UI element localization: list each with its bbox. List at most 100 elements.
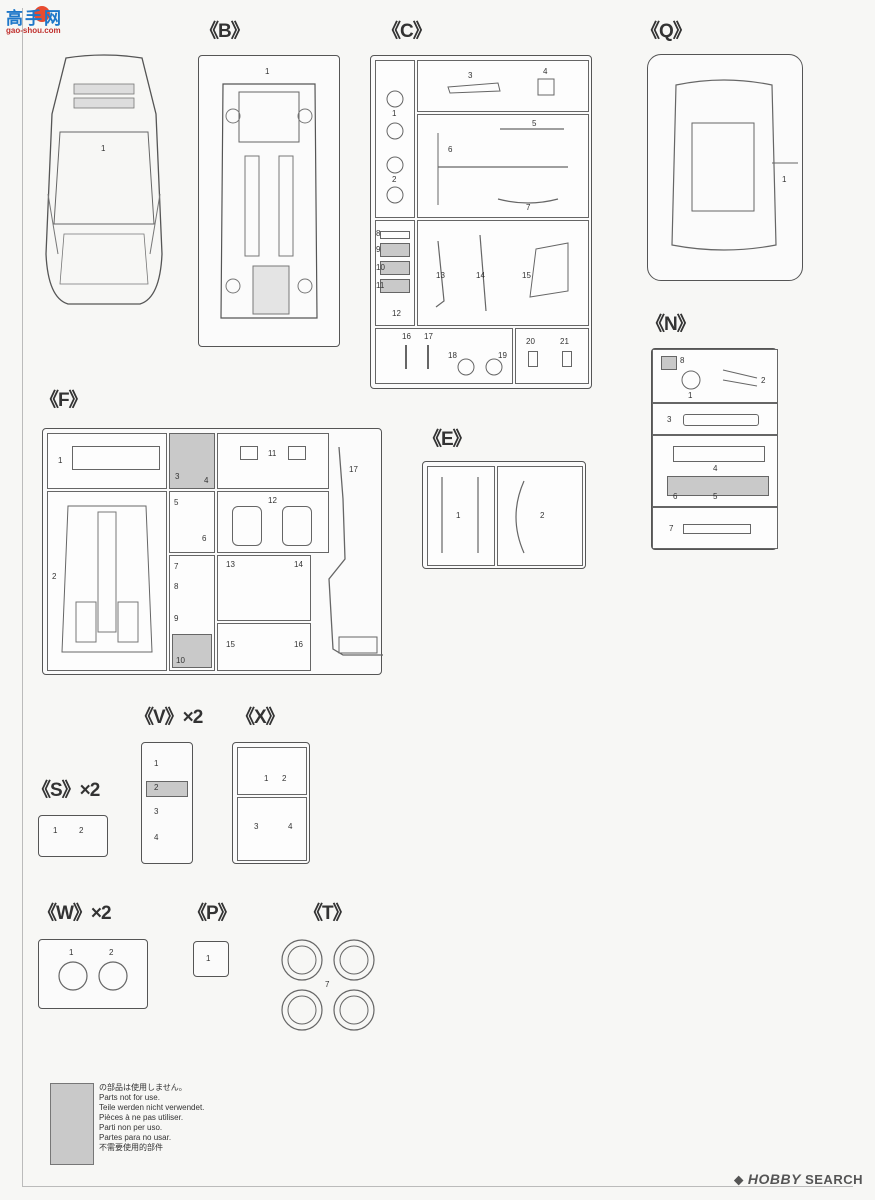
sprue-x: 1 2 3 4 — [232, 742, 310, 864]
sprue-c: 1 2 3 4 5 6 7 8 9 10 11 12 — [370, 55, 592, 389]
part-8 — [380, 231, 410, 239]
logo-text: 高手网 — [6, 9, 63, 28]
part-number: 10 — [376, 263, 385, 272]
logo-ball-icon — [34, 6, 50, 22]
part-number: 6 — [202, 534, 207, 543]
part-4 — [673, 446, 765, 462]
part-number: 3 — [154, 807, 159, 816]
box-e-1: 1 — [427, 466, 495, 566]
chassis-drawing — [220, 83, 318, 319]
part-number: 9 — [376, 245, 381, 254]
part-number: 13 — [436, 271, 445, 280]
part-number: 4 — [713, 464, 718, 473]
seat-left — [232, 506, 262, 546]
part-number: 2 — [154, 783, 159, 792]
part-number: 5 — [713, 492, 718, 501]
part-number: 3 — [254, 822, 259, 831]
sprue-t: 7 — [280, 932, 380, 1032]
part-number: 10 — [176, 656, 185, 665]
box-n-4-6: 4 6 5 — [652, 435, 778, 507]
legend-line: Teile werden nicht verwendet. — [99, 1103, 205, 1112]
box-c-20-21: 20 21 — [515, 328, 589, 384]
parts-3-4-drawing — [447, 78, 555, 96]
part-number: 1 — [456, 511, 461, 520]
part-number: 8 — [376, 229, 381, 238]
sprue-w-label: 《W》×2 — [38, 903, 112, 924]
shocks-drawing — [405, 345, 503, 376]
logo-url: gao-shou.com — [6, 26, 61, 35]
sprue-e-label: 《E》 — [423, 429, 472, 450]
part-number: 12 — [268, 496, 277, 505]
hobby-search-watermark: ⬥ HOBBY SEARCH — [734, 1171, 863, 1188]
box-x-3-4: 3 4 — [237, 797, 307, 861]
part-number: 13 — [226, 560, 235, 569]
box-c-5-7: 5 6 7 — [417, 114, 589, 218]
sprue-c-label: 《C》 — [382, 21, 432, 42]
exhaust-drawing — [328, 446, 383, 656]
sprue-s: 1 2 — [38, 815, 108, 857]
box-f-5-6: 5 6 — [169, 491, 215, 553]
part-number: 4 — [288, 822, 293, 831]
box-f-11: 11 — [217, 433, 329, 489]
sprue-e: 1 2 — [422, 461, 586, 569]
part-3 — [683, 414, 759, 426]
sprue-p: 1 — [193, 941, 229, 977]
legend-text: の部品は使用しません。 Parts not for use. Teile wer… — [99, 1083, 204, 1153]
hobby-search-logo-icon: ⬥ — [734, 1172, 744, 1187]
box-f-7-10: 7 8 9 10 — [169, 555, 215, 671]
unused-parts-swatch — [50, 1083, 94, 1165]
sprue-f: 1 3 4 11 17 12 5 6 2 7 8 9 10 — [42, 428, 383, 675]
box-x-1-2: 1 2 — [237, 747, 307, 795]
part-number: 1 — [101, 144, 106, 153]
part-number: 7 — [526, 203, 531, 212]
part-number: 19 — [498, 351, 507, 360]
box-n-1-2-8: 8 1 2 — [652, 349, 778, 403]
watermark-part1: HOBBY — [747, 1171, 801, 1187]
sprue-a-body: 1 — [44, 54, 164, 310]
part-21 — [562, 351, 572, 367]
part-number: 1 — [264, 774, 269, 783]
sprue-q: 1 — [647, 54, 803, 281]
box-f-13-14: 13 14 — [217, 555, 311, 621]
part-number: 16 — [294, 640, 303, 649]
legend-line: の部品は使用しません。 — [99, 1083, 187, 1092]
part-number: 21 — [560, 337, 569, 346]
part-number: 2 — [761, 376, 766, 385]
part-number: 6 — [448, 145, 453, 154]
part-11-a — [240, 446, 258, 460]
box-n-3: 3 — [652, 403, 778, 435]
watermark-part2: SEARCH — [805, 1172, 863, 1187]
part-number: 2 — [282, 774, 287, 783]
sprue-b: 1 — [198, 55, 340, 347]
part-number: 3 — [468, 71, 473, 80]
part-number: 15 — [522, 271, 531, 280]
tires-drawing — [281, 939, 375, 1031]
box-c-8-12: 8 9 10 11 12 — [375, 220, 415, 326]
part-number: 3 — [667, 415, 672, 424]
part-number: 1 — [265, 67, 270, 76]
part-number: 8 — [680, 356, 685, 365]
legend-line: Pièces à ne pas utiliser. — [99, 1113, 184, 1122]
car-body-top-drawing — [45, 54, 163, 305]
part-e1-drawing — [441, 477, 479, 553]
box-f-15-16: 15 16 — [217, 623, 311, 671]
sprue-p-label: 《P》 — [188, 903, 237, 924]
part-number: 3 — [175, 472, 180, 481]
part-number: 1 — [392, 109, 397, 118]
sprue-b-label: 《B》 — [200, 21, 250, 42]
part-number: 9 — [174, 614, 179, 623]
part-number: 11 — [376, 281, 385, 290]
sprue-v-label: 《V》×2 — [135, 707, 203, 728]
box-e-2: 2 — [497, 466, 583, 566]
part-number: 14 — [476, 271, 485, 280]
sprue-t-label: 《T》 — [304, 903, 352, 924]
part-number: 1 — [53, 826, 58, 835]
part-number: 2 — [79, 826, 84, 835]
sprue-s-label: 《S》×2 — [32, 780, 100, 801]
part-v2 — [146, 781, 188, 797]
dashboard-part — [72, 446, 160, 470]
box-f-floor: 2 — [47, 491, 167, 671]
box-n-7: 7 — [652, 507, 778, 549]
legend-line: Parts not for use. — [99, 1093, 160, 1102]
part-number: 8 — [174, 582, 179, 591]
